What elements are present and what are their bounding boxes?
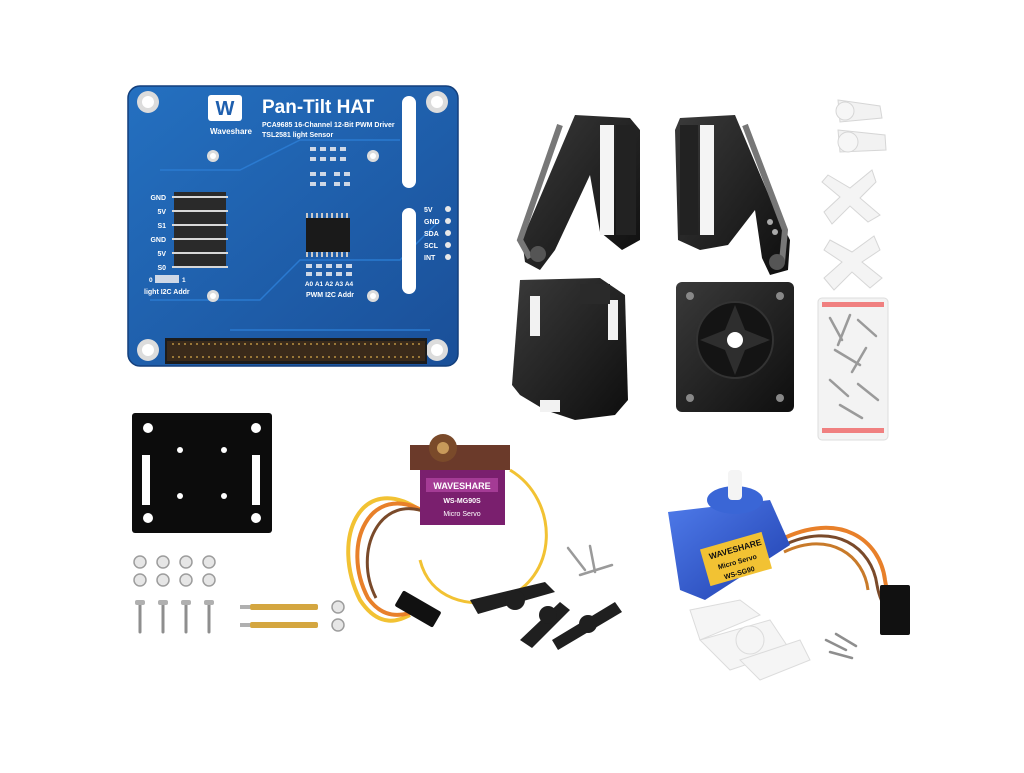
brass-standoffs	[240, 600, 345, 632]
small-screws	[566, 544, 614, 577]
waveshare-logo: W	[208, 95, 242, 121]
left-pin-label: GND	[150, 237, 166, 244]
pwm-addr-label: PWM I2C Addr	[306, 292, 354, 299]
hex-nuts	[133, 555, 216, 587]
light-addr-bit: 1	[182, 277, 186, 284]
tilt-bracket-right	[675, 115, 790, 275]
pan-bracket	[512, 278, 628, 420]
machine-screws	[138, 602, 211, 634]
right-pin-label: 5V	[424, 207, 433, 214]
servo-header-pins	[172, 192, 228, 268]
servo-horn-single	[837, 129, 887, 153]
left-pin-label: S0	[157, 265, 166, 272]
mg90s-model: WS-MG90S	[443, 498, 481, 505]
gpio-header	[165, 338, 427, 364]
light-addr-bit: 0	[149, 277, 153, 284]
pwm-addr-bit: A4	[345, 281, 354, 288]
svg-text:W: W	[216, 98, 235, 120]
mount-hole	[137, 339, 159, 361]
servo-horn-cross	[823, 235, 883, 291]
mg90s-servo: WAVESHARE WS-MG90S Micro Servo	[346, 434, 548, 628]
pwm-addr-bit: A2	[325, 281, 334, 288]
light-addr-label: light I2C Addr	[144, 289, 190, 296]
brand-text: Waveshare	[210, 127, 253, 136]
pan-tilt-hat-board: W Waveshare Pan-Tilt HAT PCA9685 16-Chan…	[127, 85, 459, 367]
mg90s-brand: WAVESHARE	[433, 481, 490, 491]
right-pin-label: INT	[424, 255, 436, 262]
small-screws	[824, 632, 858, 660]
board-subtitle-2: TSL2581 light Sensor	[262, 132, 333, 139]
left-pin-label: GND	[150, 195, 166, 202]
screw-bag	[817, 297, 889, 441]
left-pin-label: 5V	[157, 209, 166, 216]
acrylic-base-plate	[132, 413, 272, 533]
pwm-addr-bit: A0	[305, 281, 314, 288]
black-servo-horn	[470, 582, 622, 650]
pwm-addr-bit: A3	[335, 281, 344, 288]
servo-horn-cross	[821, 169, 881, 225]
mount-hole	[426, 339, 448, 361]
mount-hole	[426, 91, 448, 113]
servo-mount-plate	[676, 282, 794, 412]
left-pin-label: S1	[157, 223, 166, 230]
mount-hole	[137, 91, 159, 113]
right-pin-label: SDA	[424, 231, 439, 238]
right-pin-label: GND	[424, 219, 440, 226]
sg90-servo: WAVESHARE Micro Servo WS-SG90	[668, 470, 910, 635]
pwm-addr-bit: A1	[315, 281, 324, 288]
board-title: Pan-Tilt HAT	[262, 97, 375, 118]
tilt-bracket-left	[516, 115, 640, 270]
right-pin-label: SCL	[424, 243, 439, 250]
left-pin-label: 5V	[157, 251, 166, 258]
white-servo-horns	[689, 599, 811, 681]
mg90s-type: Micro Servo	[443, 511, 480, 518]
pwm-driver-chip	[306, 213, 350, 257]
servo-horn-single	[835, 99, 883, 123]
board-subtitle-1: PCA9685 16-Channel 12-Bit PWM Driver	[262, 122, 395, 129]
